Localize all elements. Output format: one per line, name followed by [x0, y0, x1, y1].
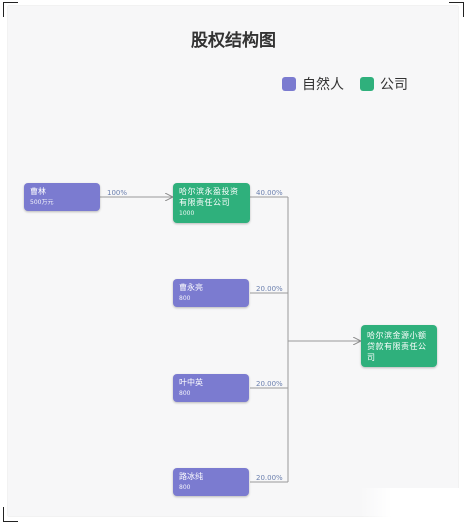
edge-label-cao-yongliang: 20.00%: [256, 285, 283, 293]
node-ye-zhongying[interactable]: 叶中英 800: [173, 374, 249, 402]
edge-label-cao-lin: 100%: [107, 189, 128, 197]
corner-mark: [3, 2, 18, 17]
corner-mark: [3, 507, 18, 522]
legend: 自然人 公司: [282, 74, 418, 94]
node-name: 曹永亮: [179, 283, 203, 292]
node-name: 路冰纯: [179, 472, 203, 481]
diagram-title: 股权结构图: [191, 31, 276, 51]
legend-label-person: 自然人: [302, 77, 344, 93]
node-name: 哈尔滨金源小额贷款有限责任公司: [367, 331, 427, 362]
node-cao-yongliang[interactable]: 曹永亮 800: [173, 279, 249, 307]
legend-label-company: 公司: [380, 77, 408, 93]
legend-swatch-company: [360, 77, 374, 91]
node-cao-lin[interactable]: 曹林 500万元: [24, 183, 100, 211]
node-lu-bingchun[interactable]: 路冰纯 800: [173, 468, 249, 496]
node-harbin-target[interactable]: 哈尔滨金源小额贷款有限责任公司: [361, 325, 437, 367]
node-name: 叶中英: [179, 378, 203, 387]
edge-label-lu-bingchun: 20.00%: [256, 474, 283, 482]
node-harbin-holding[interactable]: 哈尔滨永盈投资有限责任公司 1000: [173, 183, 250, 223]
diagram-canvas: [8, 6, 458, 516]
edge-label-holding: 40.00%: [256, 189, 283, 197]
corner-mark: [449, 2, 464, 17]
watermark-fade: [360, 488, 465, 522]
edge-label-ye-zhongying: 20.00%: [256, 380, 283, 388]
node-amount: 800: [179, 484, 191, 491]
node-amount: 800: [179, 390, 191, 397]
node-amount: 800: [179, 295, 191, 302]
legend-item-person: 自然人: [282, 74, 344, 94]
node-amount: 1000: [179, 210, 195, 217]
node-name: 哈尔滨永盈投资有限责任公司: [179, 187, 239, 207]
node-name: 曹林: [30, 187, 46, 196]
legend-item-company: 公司: [360, 74, 408, 94]
node-amount: 500万元: [30, 199, 54, 206]
legend-swatch-person: [282, 77, 296, 91]
